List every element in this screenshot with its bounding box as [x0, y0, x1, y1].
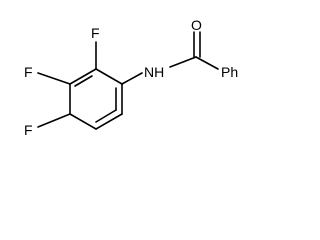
bond-c4-fluorine: [37, 113, 71, 128]
ring-double-bond-inner-2: [95, 109, 117, 123]
ring-bond-c1-c2: [95, 68, 123, 85]
ring-bond-c5-c6: [95, 113, 123, 130]
atom-label-phenyl: Ph: [221, 64, 238, 80]
atom-label-fluorine-3: F: [24, 64, 33, 80]
chemical-structure-diagram: O NH Ph F F F: [24, 17, 238, 138]
ring-bond-c4-c5: [69, 113, 97, 130]
atom-label-oxygen: O: [191, 17, 202, 33]
aromatic-ring: [69, 68, 123, 130]
bond-c1-nitrogen: [121, 72, 143, 85]
bond-carbonyl-phenyl: [195, 56, 219, 70]
atom-label-fluorine-2: F: [91, 25, 100, 41]
bond-c3-fluorine: [37, 72, 71, 85]
atom-label-fluorine-4: F: [24, 122, 33, 138]
atom-label-nh: NH: [144, 64, 164, 80]
ring-bond-c2-c3: [69, 68, 97, 85]
bond-nitrogen-carbonyl: [169, 56, 197, 68]
ring-double-bond-inner-1: [74, 75, 93, 87]
